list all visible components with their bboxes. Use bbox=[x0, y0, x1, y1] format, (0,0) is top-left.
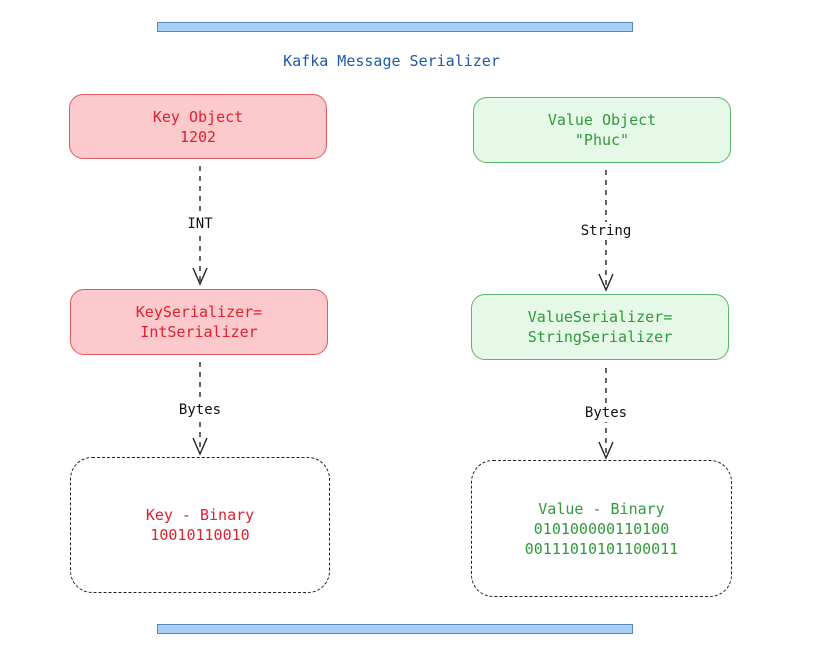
value-binary-node: Value - Binary 010100000110100 001110101… bbox=[471, 460, 732, 597]
key-binary-value: 10010110010 bbox=[150, 526, 250, 544]
key-serializer-node: KeySerializer= IntSerializer bbox=[70, 289, 328, 355]
key-arrowhead-2 bbox=[192, 437, 208, 456]
key-object-node: Key Object 1202 bbox=[69, 94, 327, 159]
key-binary-title: Key - Binary bbox=[145, 506, 255, 524]
value-arrowhead-1 bbox=[598, 273, 614, 292]
diagram-title: Kafka Message Serializer bbox=[283, 52, 500, 70]
key-edge-1-label: INT bbox=[185, 215, 215, 233]
value-edge-1-label: String bbox=[578, 222, 634, 240]
value-serializer-node: ValueSerializer= StringSerializer bbox=[471, 294, 729, 360]
value-object-value: "Phuc" bbox=[574, 131, 630, 149]
key-arrowhead-1 bbox=[192, 267, 208, 286]
key-object-value: 1202 bbox=[179, 127, 217, 146]
key-edge-2-label: Bytes bbox=[176, 401, 224, 419]
value-object-node: Value Object "Phuc" bbox=[473, 97, 731, 163]
value-arrowhead-2 bbox=[598, 441, 614, 460]
key-object-title: Key Object bbox=[152, 107, 244, 126]
value-binary-title: Value - Binary bbox=[538, 499, 665, 518]
value-binary-line2: 00111010101100011 bbox=[524, 539, 679, 558]
top-bar bbox=[157, 22, 633, 32]
value-object-title: Value Object bbox=[547, 111, 657, 129]
key-serializer-line2: IntSerializer bbox=[140, 323, 258, 341]
key-serializer-line1: KeySerializer= bbox=[135, 303, 263, 321]
value-serializer-line2: StringSerializer bbox=[527, 328, 673, 346]
bottom-bar bbox=[157, 624, 633, 634]
value-binary-line1: 010100000110100 bbox=[533, 519, 670, 538]
key-binary-node: Key - Binary 10010110010 bbox=[70, 457, 330, 593]
value-edge-2-label: Bytes bbox=[582, 404, 630, 422]
value-serializer-line1: ValueSerializer= bbox=[527, 308, 673, 326]
